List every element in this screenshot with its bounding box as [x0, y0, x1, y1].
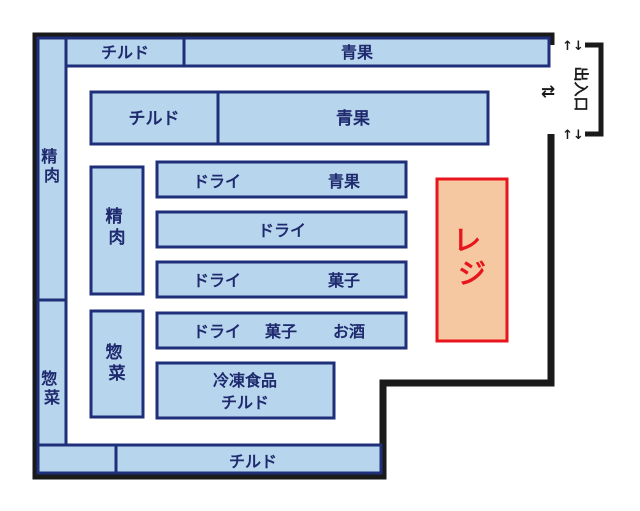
aisle-5-chilled-label: チルド	[221, 393, 269, 412]
register-area	[435, 177, 509, 343]
vertical-deli-char-2: 菜	[108, 364, 127, 384]
register-label: レ ジ	[453, 224, 491, 290]
island-produce-shelf	[216, 90, 490, 146]
perimeter-corner-bottom-shelf	[36, 443, 118, 475]
vertical-meat-char-1: 精	[106, 206, 123, 227]
entrance-top-arrows: ↑↓	[562, 39, 584, 54]
aisle-shelf-5	[155, 361, 336, 420]
entrance-bracket	[585, 42, 604, 137]
vertical-meat-char-2: 肉	[109, 227, 126, 248]
entrance-bottom-arrows: ↑↓	[562, 128, 584, 143]
aisle-3-dry-label: ドライ	[193, 271, 241, 290]
aisle-1-produce-label: 青果	[328, 172, 360, 191]
perimeter-deli-left-label: 惣 菜	[41, 369, 63, 407]
perimeter-produce-top-label: 青果	[341, 43, 373, 62]
entrance-label: 出入口	[572, 66, 590, 111]
aisle-4-snacks-label: 菓子	[264, 322, 297, 341]
perimeter-chilled-bottom-label: チルド	[229, 452, 277, 471]
island-produce-label: 青果	[336, 108, 370, 129]
perimeter-meat-left-label: 精 肉	[41, 147, 63, 185]
aisle-4-dry-label: ドライ	[193, 322, 241, 341]
perimeter-deli-char-2: 菜	[43, 388, 60, 407]
aisle-4-liquor-label: お酒	[333, 322, 365, 341]
aisle-2-dry-label: ドライ	[258, 221, 306, 240]
island-chilled-label: チルド	[129, 109, 180, 129]
aisle-shelf-1	[155, 160, 408, 199]
perimeter-deli-char-1: 惣	[41, 369, 57, 388]
perimeter-produce-top-shelf	[182, 36, 551, 68]
register-char-2: ジ	[458, 257, 486, 290]
aisle-3-snacks-label: 菓子	[327, 271, 360, 290]
vertical-deli-shelf	[89, 309, 145, 419]
vertical-deli-char-1: 惣	[106, 342, 123, 363]
entrance-side-arrows: ⇄	[541, 82, 555, 102]
aisle-shelf-4	[155, 311, 408, 350]
register-char-1: レ	[453, 224, 481, 257]
vertical-meat-shelf	[89, 165, 145, 296]
perimeter-meat-char-2: 肉	[44, 166, 60, 185]
perimeter-chilled-top-label: チルド	[101, 43, 149, 62]
perimeter-meat-char-1: 精	[41, 147, 57, 166]
vertical-meat-label: 精 肉	[106, 206, 129, 248]
vertical-deli-label: 惣 菜	[106, 342, 129, 384]
aisle-1-dry-label: ドライ	[193, 172, 241, 191]
perimeter-chilled-bottom-shelf	[114, 443, 383, 475]
aisle-shelf-2	[155, 210, 408, 249]
store-wall	[32, 32, 555, 480]
aisle-shelf-3	[155, 260, 408, 299]
aisle-5-frozen-label: 冷凍食品	[213, 371, 277, 390]
